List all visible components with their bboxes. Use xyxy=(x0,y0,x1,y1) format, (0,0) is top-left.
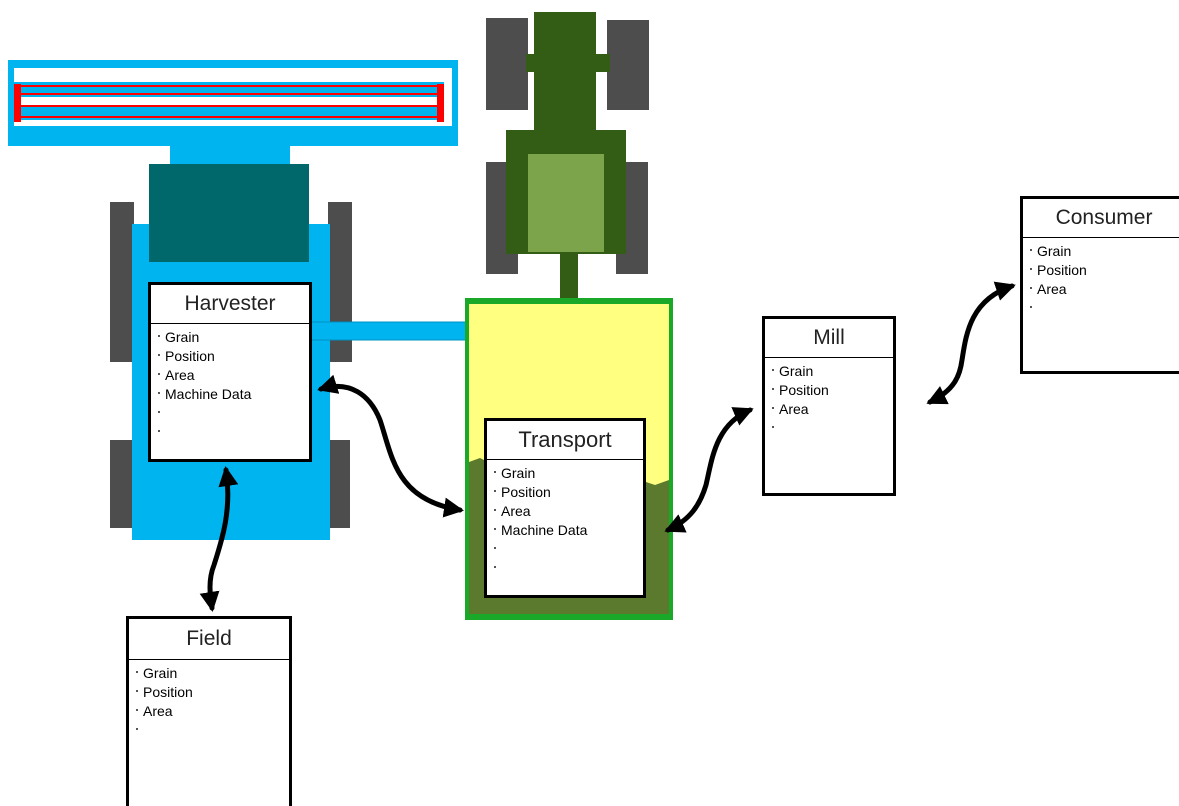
consumer-attributes: Grain Position Area xyxy=(1023,242,1179,318)
attribute-item: Area xyxy=(1030,280,1179,299)
harvester-attributes: Grain Position Area Machine Data xyxy=(151,328,309,442)
attribute-item xyxy=(494,559,643,578)
attribute-item: Grain xyxy=(772,362,893,381)
attribute-item: Area xyxy=(158,366,309,385)
field-title: Field xyxy=(129,619,289,660)
mill-attributes: Grain Position Area xyxy=(765,362,893,438)
header-reel xyxy=(8,60,458,146)
transport-title: Transport xyxy=(487,421,643,460)
arrow-mill-consumer xyxy=(930,286,1012,402)
attribute-item: Machine Data xyxy=(158,385,309,404)
attribute-item: Machine Data xyxy=(494,521,643,540)
attribute-item: Grain xyxy=(158,328,309,347)
harvester-entity-box: Harvester Grain Position Area Machine Da… xyxy=(148,282,312,462)
mill-title: Mill xyxy=(765,319,893,358)
attribute-item: Position xyxy=(772,381,893,400)
field-attributes: Grain Position Area xyxy=(129,664,289,740)
attribute-item: Position xyxy=(136,683,289,702)
attribute-item: Position xyxy=(1030,261,1179,280)
attribute-item: Position xyxy=(494,483,643,502)
attribute-item: Grain xyxy=(1030,242,1179,261)
attribute-item xyxy=(158,423,309,442)
transport-attributes: Grain Position Area Machine Data xyxy=(487,464,643,578)
mill-entity-box: Mill Grain Position Area xyxy=(762,316,896,496)
attribute-item xyxy=(1030,299,1179,318)
attribute-item xyxy=(494,540,643,559)
attribute-item: Area xyxy=(772,400,893,419)
harvester-cab xyxy=(149,164,309,262)
consumer-title: Consumer xyxy=(1023,199,1179,238)
attribute-item: Grain xyxy=(494,464,643,483)
transport-entity-box: Transport Grain Position Area Machine Da… xyxy=(484,418,646,598)
consumer-entity-box: Consumer Grain Position Area xyxy=(1020,196,1179,374)
attribute-item xyxy=(158,404,309,423)
field-entity-box: Field Grain Position Area xyxy=(126,616,292,806)
attribute-item: Grain xyxy=(136,664,289,683)
attribute-item xyxy=(136,721,289,740)
feeder-house xyxy=(170,144,290,166)
attribute-item: Area xyxy=(136,702,289,721)
tractor-illustration xyxy=(486,12,649,300)
attribute-item: Area xyxy=(494,502,643,521)
attribute-item: Position xyxy=(158,347,309,366)
arrow-transport-mill xyxy=(668,410,750,530)
harvester-title: Harvester xyxy=(151,285,309,324)
attribute-item xyxy=(772,419,893,438)
